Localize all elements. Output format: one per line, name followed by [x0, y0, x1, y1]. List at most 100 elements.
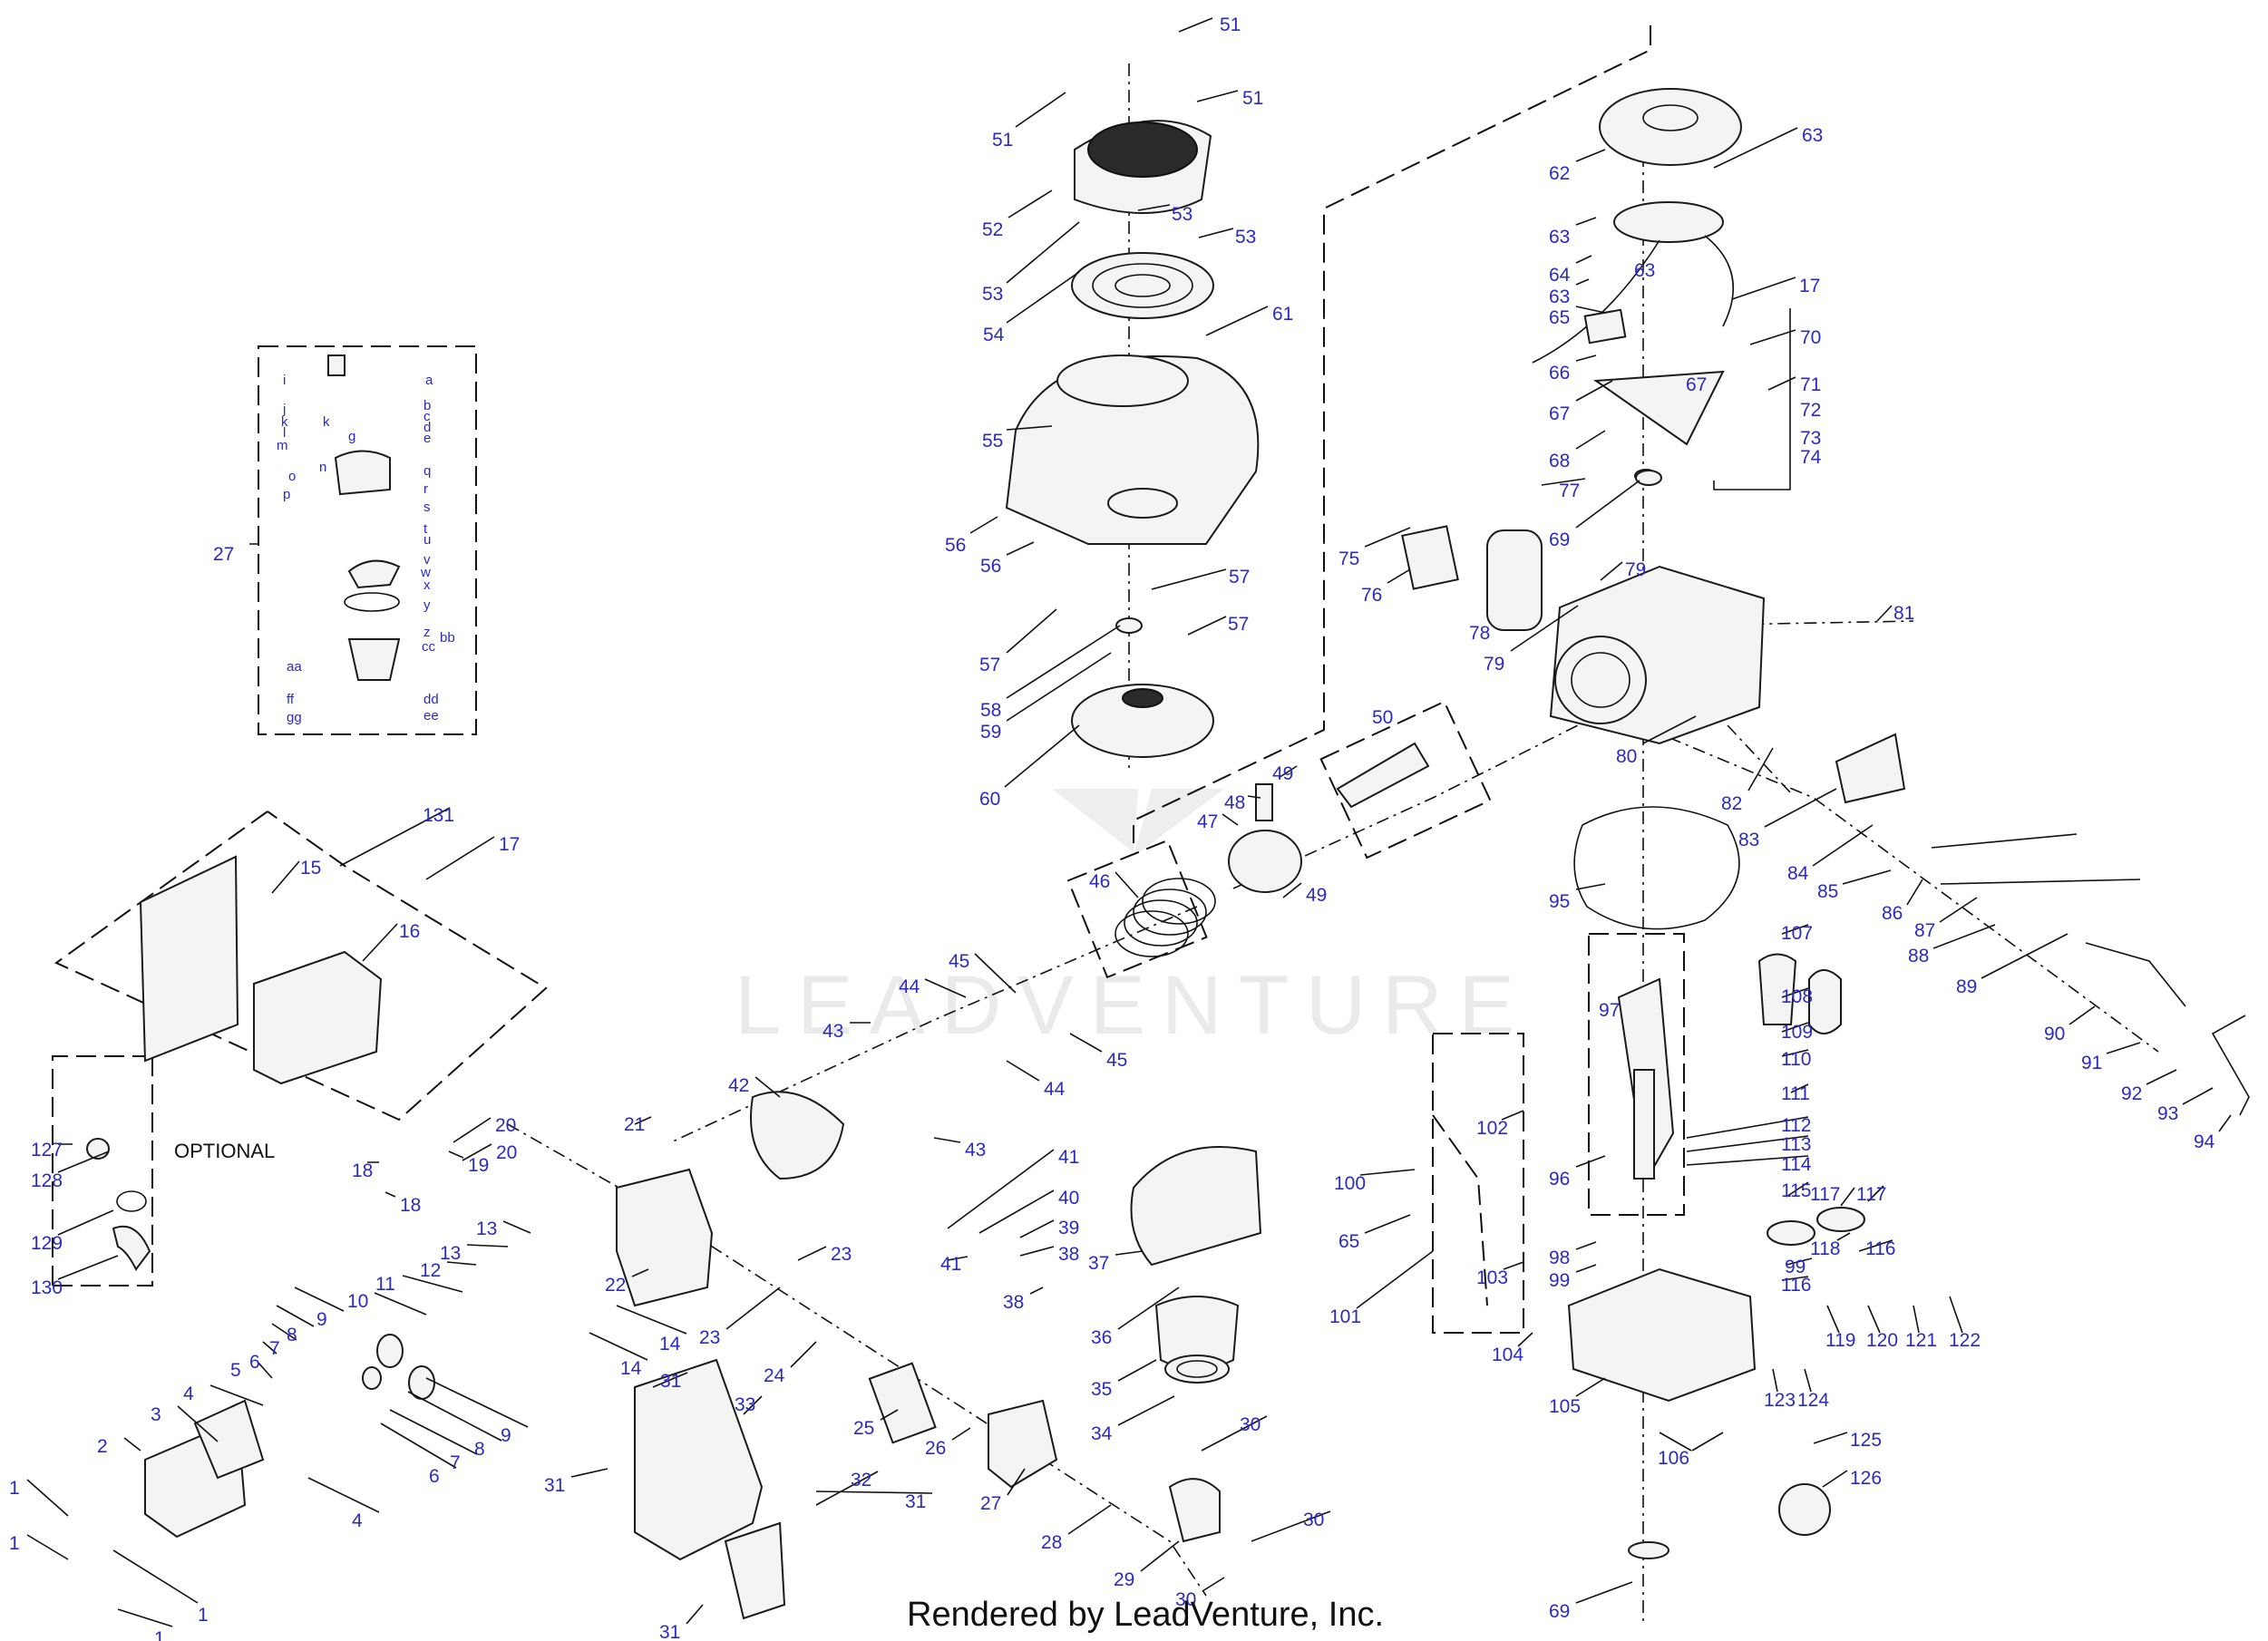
part-callout-label: 67 [1686, 374, 1707, 395]
part-callout-label: 127 [31, 1140, 63, 1160]
part-callout-label: 38 [1058, 1244, 1079, 1265]
carb-sublabel: g [348, 429, 355, 444]
part-callout-label: 59 [980, 722, 1001, 743]
part-callout-label: 37 [1088, 1253, 1109, 1274]
part-callout-label: 69 [1549, 1601, 1570, 1622]
part-callout-label: 30 [1240, 1414, 1261, 1435]
part-callout-label: 108 [1781, 986, 1813, 1007]
part-callout-label: 116 [1781, 1275, 1811, 1296]
carb-sublabel: j [282, 402, 286, 417]
carb-sublabel: r [423, 481, 428, 497]
part-callout-label: 100 [1334, 1173, 1366, 1194]
part-callout-label: 131 [423, 805, 454, 826]
part-callout-label: 13 [440, 1243, 461, 1264]
part-callout-label: 22 [605, 1275, 626, 1296]
part-callout-label: 105 [1549, 1396, 1581, 1417]
part-callout-label: 81 [1893, 603, 1914, 624]
part-callout-label: 62 [1549, 163, 1570, 184]
part-callout-label: 63 [1802, 125, 1823, 146]
part-callout-label: 17 [499, 834, 520, 855]
part-callout-label: 53 [1172, 204, 1192, 225]
carb-sublabel: dd [423, 692, 439, 707]
part-callout-label: 14 [659, 1334, 681, 1355]
part-callout-label: 27 [213, 544, 234, 565]
part-callout-label: 44 [1044, 1079, 1066, 1100]
part-callout-label: 17 [1799, 276, 1820, 296]
part-callout-label: 65 [1338, 1231, 1359, 1252]
part-callout-label: 68 [1549, 451, 1570, 471]
part-callout-label: 20 [496, 1142, 517, 1163]
part-callout-label: 52 [982, 219, 1003, 240]
part-callout-label: 83 [1738, 830, 1759, 850]
carb-sublabel: k [323, 414, 330, 430]
carburetor-kit-box [258, 345, 477, 735]
part-callout-label: 130 [31, 1277, 63, 1298]
part-callout-label: 120 [1866, 1330, 1898, 1351]
part-callout-label: 110 [1781, 1049, 1811, 1070]
carb-sublabel: ee [423, 708, 439, 723]
part-callout-label: 41 [1058, 1147, 1079, 1168]
part-callout-label: 87 [1914, 920, 1935, 941]
part-callout-label: 63 [1634, 260, 1655, 281]
part-callout-label: 117 [1810, 1184, 1840, 1205]
part-callout-label: 128 [31, 1170, 63, 1191]
part-callout-label: 72 [1800, 400, 1821, 421]
part-callout-label: 6 [429, 1466, 440, 1487]
part-callout-label: 1 [9, 1533, 20, 1554]
part-callout-label: 49 [1272, 763, 1293, 784]
part-callout-label: 33 [735, 1394, 755, 1415]
part-callout-label: 65 [1549, 307, 1570, 328]
part-callout-label: 3 [151, 1404, 161, 1425]
part-callout-label: 40 [1058, 1188, 1079, 1209]
part-callout-label: 123 [1764, 1390, 1796, 1411]
part-callout-label: 57 [979, 655, 1000, 675]
part-callout-label: 73 [1800, 428, 1821, 449]
part-callout-label: 56 [980, 556, 1001, 577]
part-callout-label: 109 [1781, 1022, 1813, 1043]
part-callout-label: 86 [1882, 903, 1903, 924]
part-callout-label: 8 [287, 1325, 297, 1345]
part-callout-label: 119 [1825, 1330, 1855, 1351]
part-callout-label: 32 [851, 1470, 871, 1490]
carb-sublabel: o [288, 469, 296, 484]
part-callout-label: 54 [983, 325, 1005, 345]
part-callout-label: 23 [831, 1244, 852, 1265]
part-callout-label: 107 [1781, 923, 1813, 944]
part-callout-label: 8 [474, 1439, 485, 1460]
carb-sublabel: n [319, 460, 326, 475]
part-callout-label: 4 [352, 1510, 363, 1531]
carb-sublabel: s [423, 500, 431, 515]
part-callout-label: 7 [450, 1452, 461, 1473]
part-callout-label: 47 [1197, 811, 1218, 832]
carb-sublabel: q [423, 463, 431, 479]
part-callout-label: 55 [982, 431, 1003, 452]
part-callout-label: 43 [823, 1021, 843, 1042]
carb-sublabel: e [423, 431, 431, 446]
part-callout-label: 25 [853, 1418, 874, 1439]
part-callout-label: 49 [1306, 885, 1327, 906]
part-callout-label: 45 [1106, 1050, 1127, 1071]
carb-sublabel: t [423, 521, 428, 537]
carb-sublabel: ff [287, 692, 295, 707]
part-callout-label: 30 [1175, 1589, 1196, 1610]
assembly-lines [507, 25, 2159, 1623]
carb-sublabel: z [423, 625, 431, 640]
part-callout-label: 122 [1949, 1330, 1981, 1351]
part-callout-label: 63 [1549, 286, 1570, 307]
part-callout-label: 15 [300, 858, 321, 879]
part-callout-label: 61 [1272, 304, 1293, 325]
part-callout-label: 1 [154, 1628, 165, 1641]
carb-sublabel: b [423, 398, 431, 413]
part-callout-label: 124 [1797, 1390, 1829, 1411]
part-callout-label: 84 [1787, 863, 1809, 884]
part-callout-label: 16 [399, 921, 420, 942]
part-callout-label: 63 [1549, 227, 1570, 248]
part-callout-label: 95 [1549, 891, 1570, 912]
part-callout-label: 38 [1003, 1292, 1024, 1313]
group-boxes [52, 308, 1791, 1334]
part-callout-label: 7 [269, 1338, 280, 1359]
part-callout-label: 11 [375, 1274, 395, 1295]
part-callout-label: 53 [1235, 227, 1256, 248]
